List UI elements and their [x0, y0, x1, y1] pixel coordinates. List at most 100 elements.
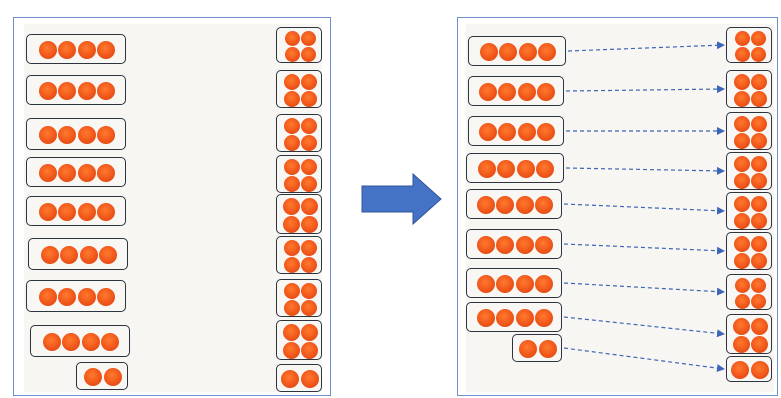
sample-dot: [498, 123, 517, 141]
sample-dot: [283, 134, 300, 151]
after-left-group-2: [468, 76, 564, 106]
sample-dot: [38, 82, 57, 100]
sample-dot: [476, 236, 495, 254]
after-right-group-1: [726, 27, 772, 63]
sample-dot: [79, 246, 98, 264]
sample-dot: [99, 246, 118, 264]
sample-dot: [300, 323, 318, 341]
sample-dot: [60, 246, 79, 264]
sample-dot: [476, 309, 495, 327]
sample-dot: [731, 361, 749, 379]
sample-dot: [515, 309, 534, 327]
sample-dot: [77, 164, 96, 182]
before-left-group-4: [26, 157, 126, 187]
sample-dot: [300, 90, 317, 107]
sample-dot: [283, 73, 300, 90]
before-right-group-8: [276, 320, 322, 360]
sample-dot: [750, 195, 767, 212]
sample-dot: [750, 293, 766, 309]
sample-dot: [733, 172, 750, 189]
sample-dot: [535, 309, 554, 327]
after-right-group-4: [726, 152, 772, 190]
sample-dot: [496, 196, 515, 214]
after-left-group-7: [466, 268, 562, 298]
sample-dot: [535, 275, 554, 293]
sample-dot: [733, 235, 750, 252]
sample-dot: [300, 46, 316, 62]
sample-dot: [300, 158, 317, 175]
sample-dot: [40, 246, 59, 264]
sample-dot: [732, 335, 750, 353]
sample-dot: [538, 340, 557, 358]
sample-dot: [750, 132, 767, 149]
sample-dot: [734, 30, 750, 46]
before-left-group-9: [76, 362, 128, 390]
sample-dot: [732, 317, 750, 335]
sample-dot: [282, 341, 300, 359]
sample-dot: [283, 90, 300, 107]
sample-dot: [750, 73, 767, 90]
sample-dot: [750, 46, 766, 62]
after-left-group-9: [512, 334, 562, 362]
sample-dot: [300, 117, 317, 134]
sample-dot: [58, 288, 77, 306]
sample-dot: [300, 30, 316, 46]
after-left-group-8: [466, 302, 562, 332]
sample-dot: [750, 277, 766, 293]
sample-dot: [750, 172, 767, 189]
sample-dot: [300, 256, 317, 273]
sample-dot: [479, 43, 498, 61]
sample-dot: [284, 30, 300, 46]
sample-dot: [97, 82, 116, 100]
sample-dot: [476, 275, 495, 293]
sample-dot: [538, 43, 557, 61]
sample-dot: [97, 41, 116, 59]
sample-dot: [58, 164, 77, 182]
sample-dot: [283, 117, 300, 134]
sample-dot: [515, 236, 534, 254]
after-right-group-5: [726, 192, 772, 230]
sample-dot: [38, 288, 57, 306]
sample-dot: [535, 196, 554, 214]
after-right-group-3: [726, 112, 772, 150]
sample-dot: [77, 126, 96, 144]
sample-dot: [283, 239, 300, 256]
before-right-group-1: [276, 27, 322, 63]
after-left-group-4: [466, 153, 564, 183]
sample-dot: [300, 282, 317, 299]
sample-dot: [97, 164, 116, 182]
sample-dot: [517, 83, 536, 101]
sample-dot: [77, 82, 96, 100]
sample-dot: [750, 212, 767, 229]
sample-dot: [282, 323, 300, 341]
sample-dot: [733, 73, 750, 90]
sample-dot: [300, 341, 318, 359]
sample-dot: [58, 82, 77, 100]
sample-dot: [478, 123, 497, 141]
before-right-group-5: [276, 194, 322, 234]
sample-dot: [81, 333, 100, 351]
sample-dot: [282, 197, 300, 215]
before-left-group-2: [26, 75, 126, 105]
before-left-group-6: [28, 238, 128, 270]
before-right-group-4: [276, 155, 322, 193]
sample-dot: [283, 256, 300, 273]
sample-dot: [283, 175, 300, 192]
before-right-group-3: [276, 114, 322, 152]
sample-dot: [536, 160, 555, 178]
sample-dot: [537, 123, 556, 141]
sample-dot: [750, 335, 768, 353]
sample-dot: [734, 293, 750, 309]
before-left-group-3: [26, 118, 126, 150]
before-right-group-7: [276, 279, 322, 317]
sample-dot: [300, 175, 317, 192]
sample-dot: [750, 30, 766, 46]
sample-dot: [733, 252, 750, 269]
sample-dot: [535, 236, 554, 254]
sample-dot: [38, 203, 57, 221]
sample-dot: [103, 368, 122, 386]
sample-dot: [750, 235, 767, 252]
before-right-group-9: [276, 364, 322, 392]
sample-dot: [733, 212, 750, 229]
sample-dot: [733, 195, 750, 212]
